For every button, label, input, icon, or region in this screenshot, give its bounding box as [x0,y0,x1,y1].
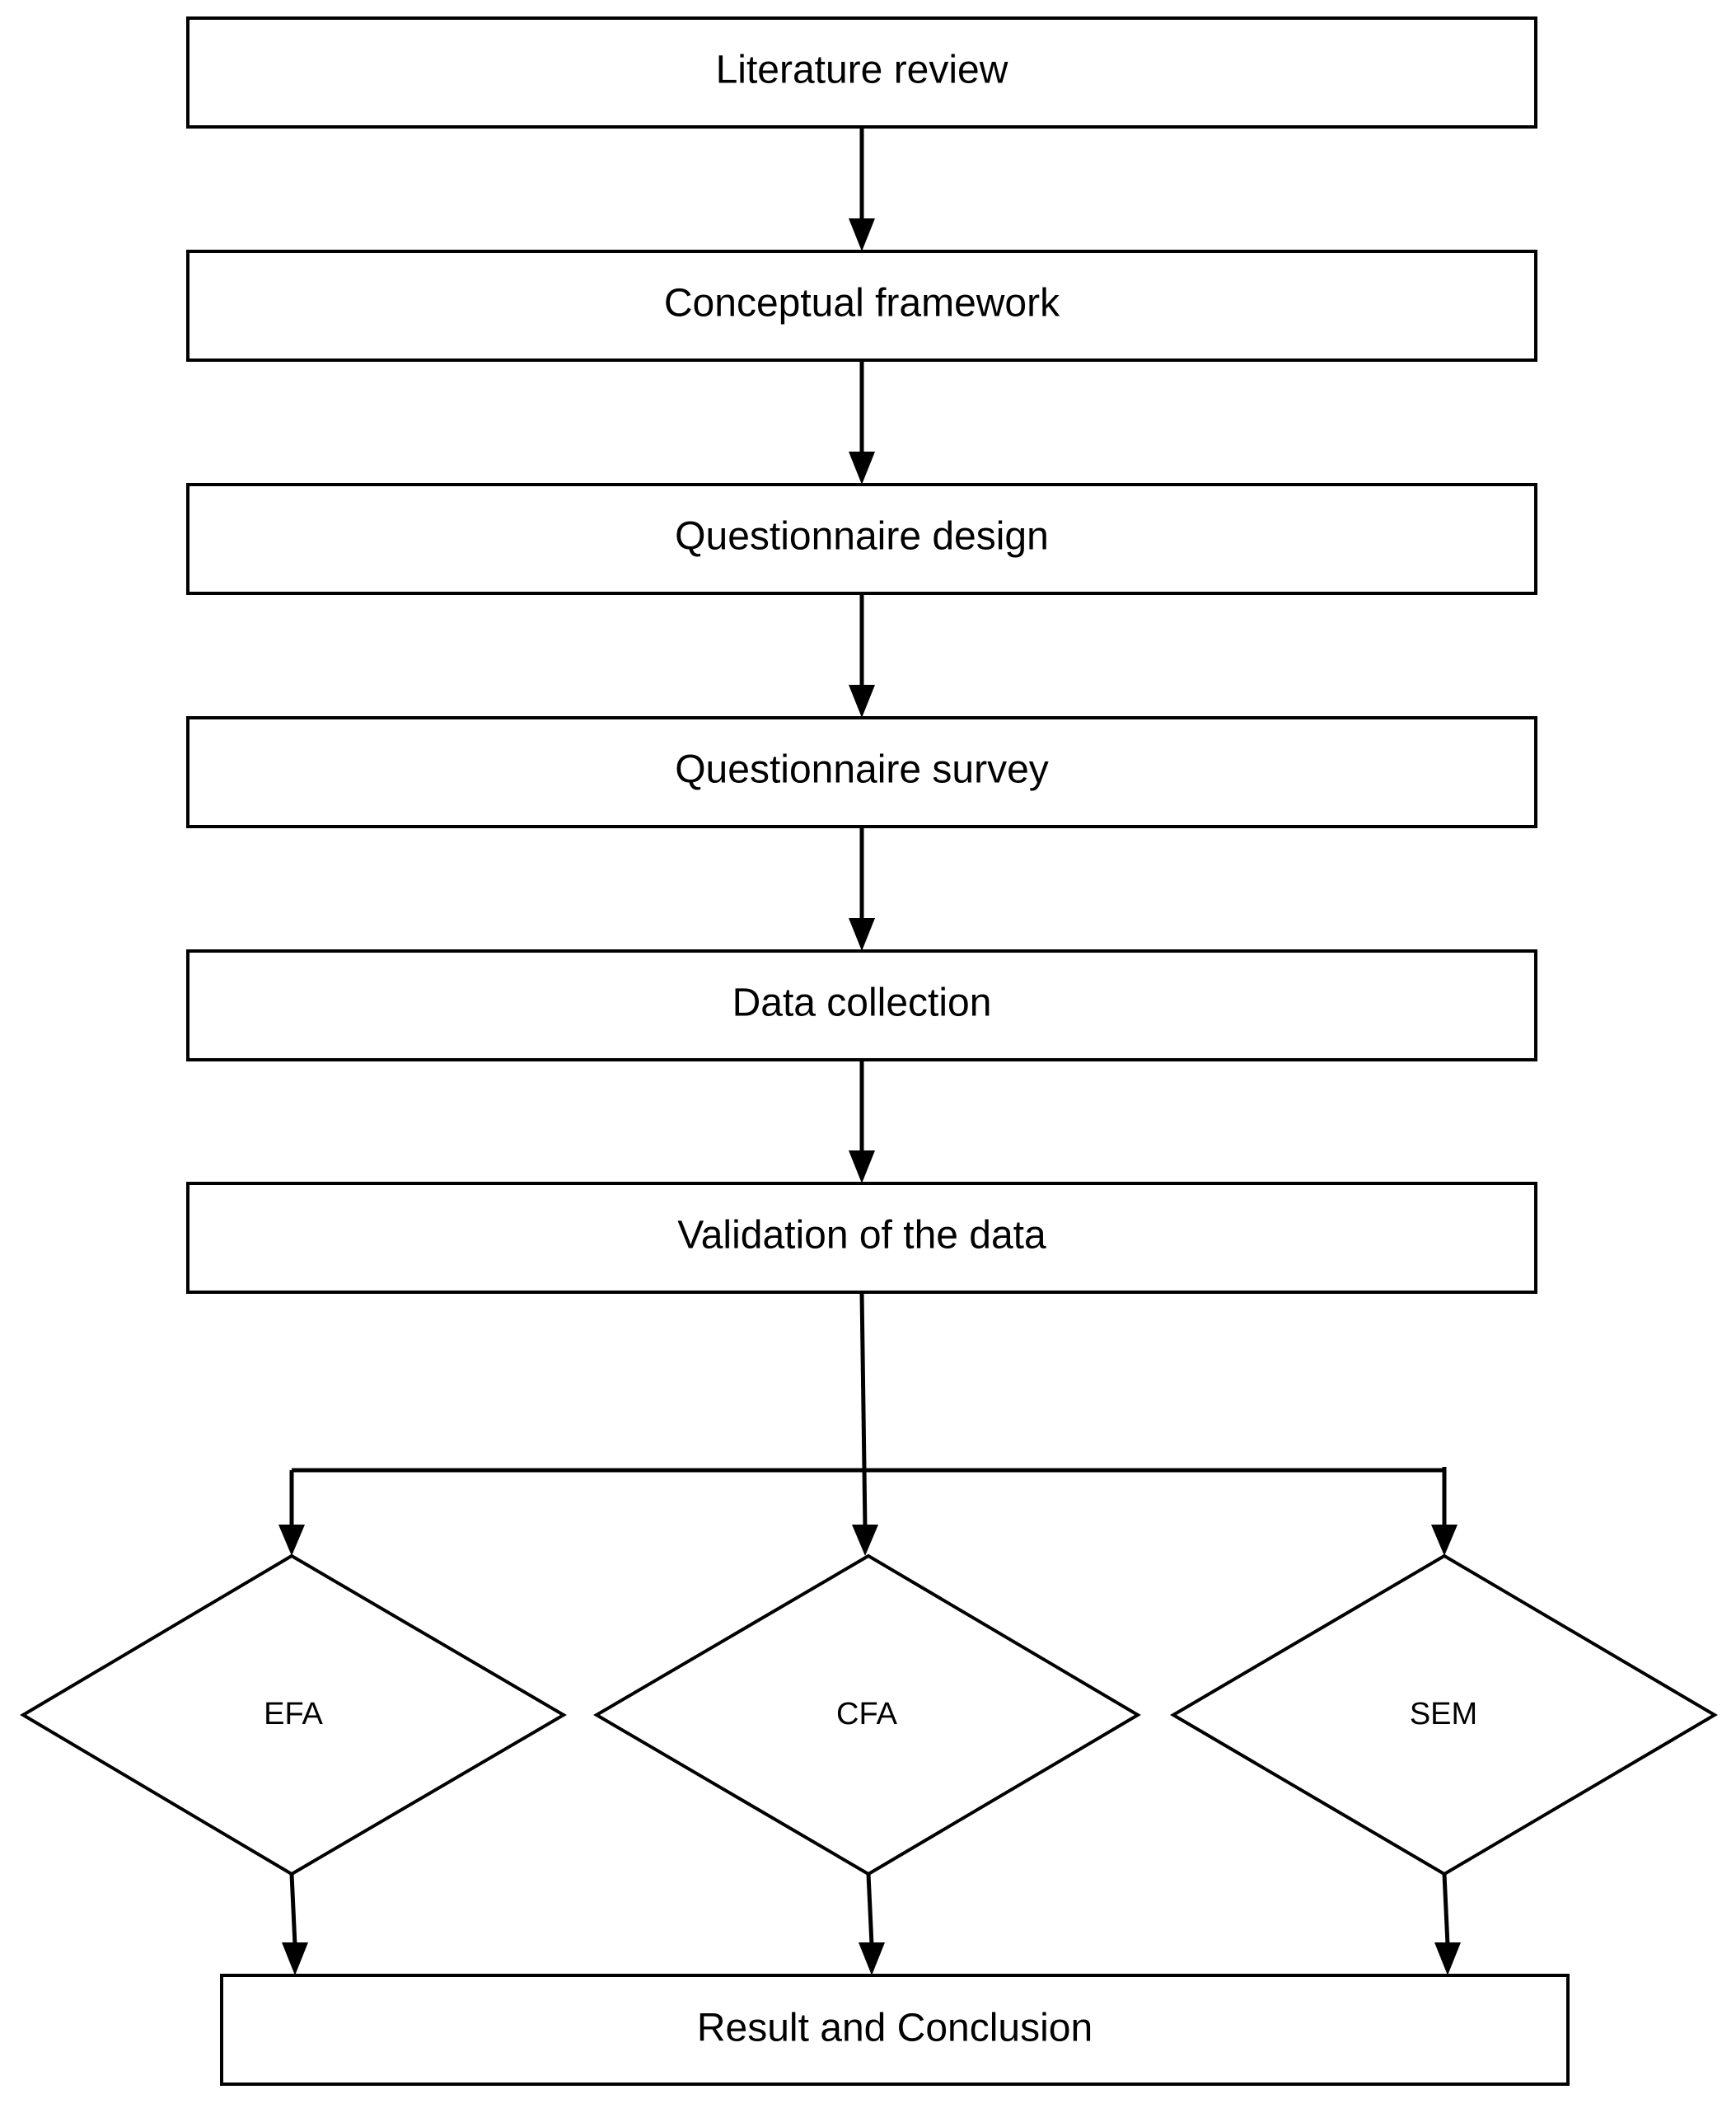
step-literature-review: Literature review [186,16,1537,129]
step-label: Questionnaire design [675,515,1049,559]
arrow-to-efa [278,1525,305,1556]
step-label: Questionnaire survey [675,748,1049,792]
step-questionnaire-survey: Questionnaire survey [186,716,1537,828]
decision-label: EFA [264,1697,323,1731]
step-label: Literature review [716,49,1008,92]
step-result-and-conclusion: Result and Conclusion [220,1974,1570,2086]
arrow-step2-to-step3 [849,360,875,485]
decision-efa: EFA [20,1553,567,1876]
step-label: Conceptual framework [664,282,1060,326]
arrow-efa-to-result [282,1873,308,1975]
step-label: Data collection [732,982,992,1025]
arrow-to-cfa [852,1525,878,1556]
arrow-sem-to-result [1434,1873,1461,1975]
decision-label: SEM [1410,1697,1477,1731]
step-conceptual-framework: Conceptual framework [186,250,1537,362]
decision-sem: SEM [1170,1553,1718,1876]
decision-label: CFA [836,1697,898,1731]
step-validation-of-data: Validation of the data [186,1182,1537,1294]
arrow-step5-to-step6 [849,1060,875,1183]
step-data-collection: Data collection [186,949,1537,1061]
arrow-cfa-to-result [859,1873,885,1975]
step-label: Validation of the data [677,1214,1046,1258]
arrow-step3-to-step4 [849,593,875,718]
step-questionnaire-design: Questionnaire design [186,483,1537,595]
branch-connector [289,1291,1447,1530]
step-label: Result and Conclusion [697,2007,1093,2050]
arrow-to-sem [1431,1525,1458,1556]
arrow-step1-to-step2 [849,127,875,251]
decision-cfa: CFA [593,1553,1141,1876]
arrow-step4-to-step5 [849,827,875,951]
